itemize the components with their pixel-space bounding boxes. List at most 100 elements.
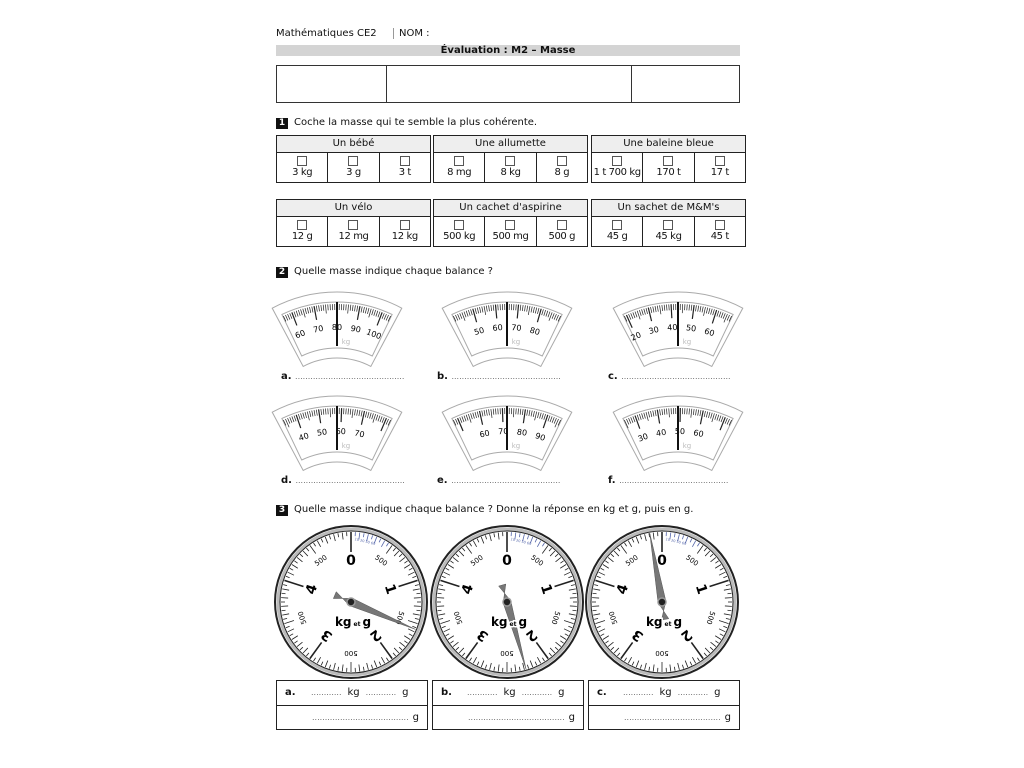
scale-tick — [656, 305, 659, 312]
bathroom-scale: 60708090100kg — [271, 291, 403, 368]
checkbox[interactable] — [612, 220, 623, 230]
scale-tick — [656, 409, 661, 424]
dial-tick — [624, 657, 627, 662]
scale-label: 70 — [312, 324, 324, 335]
answer-line[interactable]: e. .....................................… — [437, 475, 560, 486]
checkbox[interactable] — [714, 156, 725, 166]
dial-tick — [691, 540, 697, 547]
dial-tick — [534, 538, 538, 543]
checkbox[interactable] — [714, 220, 725, 230]
choice-option[interactable]: 45 t — [695, 217, 745, 247]
answer-letter: f. — [608, 475, 616, 486]
scale-tick — [364, 411, 368, 418]
dial-tick — [677, 662, 680, 670]
dial-tick — [379, 641, 393, 660]
choice-option[interactable]: 8 kg — [485, 153, 537, 183]
answer-line[interactable]: b. .....................................… — [437, 371, 561, 382]
dial-tick — [333, 534, 336, 542]
dial-tick — [408, 633, 413, 637]
choice-option[interactable]: 3 g — [328, 153, 380, 183]
checkbox[interactable] — [454, 156, 465, 166]
scale-tick — [311, 306, 314, 313]
dial-tick — [452, 557, 459, 563]
choice-option[interactable]: 500 kg — [434, 217, 486, 247]
scale-tick — [666, 408, 668, 415]
scale-tick — [670, 304, 673, 319]
answer-g[interactable]: ......................................g — [589, 706, 739, 730]
dial-half-label: 500 — [655, 649, 668, 657]
choice-option[interactable]: 3 kg — [277, 153, 329, 183]
choice-option[interactable]: 12 mg — [328, 217, 380, 247]
choice-option[interactable]: 45 g — [592, 217, 644, 247]
choice-option[interactable]: 8 mg — [434, 153, 486, 183]
choice-option[interactable]: 1 t 700 kg — [592, 153, 644, 183]
checkbox[interactable] — [348, 220, 359, 230]
answer-kg-g[interactable]: c.............kg............g — [589, 681, 739, 706]
scale-tick — [555, 314, 559, 321]
scale-tick — [315, 305, 318, 312]
dial-tick — [617, 547, 621, 552]
answer-g[interactable]: ......................................g — [277, 706, 427, 730]
answer-line[interactable]: d. .....................................… — [281, 475, 405, 486]
choice-option[interactable]: 8 g — [537, 153, 587, 183]
scale-label: 50 — [685, 323, 696, 333]
scale-tick — [295, 414, 302, 429]
choice-option[interactable]: 500 mg — [485, 217, 537, 247]
dial-tick — [534, 661, 538, 666]
dial-tick — [414, 618, 419, 620]
scale-tick — [300, 413, 303, 420]
info-cell — [387, 66, 632, 102]
checkbox[interactable] — [505, 220, 516, 230]
scale-tick — [354, 305, 356, 312]
choice-option[interactable]: 12 kg — [380, 217, 430, 247]
checkbox[interactable] — [348, 156, 359, 166]
scale-tick — [465, 310, 469, 317]
dial-tick — [414, 584, 419, 586]
checkbox[interactable] — [556, 156, 567, 166]
scale-tick — [483, 410, 486, 417]
dial-tick — [328, 535, 331, 540]
scale-tick — [549, 416, 553, 423]
scale-tick — [630, 417, 634, 423]
answer-line[interactable]: f. .....................................… — [608, 475, 728, 486]
choice-option[interactable]: 3 t — [380, 153, 430, 183]
answer-letter: b. — [437, 371, 448, 382]
scale-tick — [387, 315, 391, 322]
checkbox[interactable] — [399, 220, 410, 230]
dial-tick — [620, 545, 628, 554]
choice-option[interactable]: 170 t — [643, 153, 695, 183]
dial-tick — [536, 540, 542, 547]
answer-line[interactable]: c. .....................................… — [608, 371, 731, 382]
scale-tick — [367, 412, 370, 419]
checkbox[interactable] — [454, 220, 465, 230]
answer-kg-g[interactable]: b.............kg............g — [433, 681, 583, 706]
scale-tick — [647, 411, 651, 418]
scale-label: 80 — [516, 427, 527, 437]
choice-option[interactable]: 17 t — [695, 153, 745, 183]
checkbox[interactable] — [297, 156, 308, 166]
checkbox[interactable] — [297, 220, 308, 230]
choice-option[interactable]: 12 g — [277, 217, 329, 247]
scale-tick — [287, 417, 291, 424]
checkbox[interactable] — [556, 220, 567, 230]
answer-line[interactable]: a. .....................................… — [281, 371, 404, 382]
dial-tick — [469, 657, 472, 662]
checkbox[interactable] — [663, 156, 674, 166]
answer-g[interactable]: ......................................g — [433, 706, 583, 730]
unit-label: g — [724, 712, 731, 723]
checkbox[interactable] — [663, 220, 674, 230]
scale-tick — [295, 310, 299, 317]
dial-tick — [398, 553, 403, 558]
checkbox[interactable] — [505, 156, 516, 166]
scale-tick — [719, 416, 726, 431]
choice-option[interactable]: 500 g — [537, 217, 587, 247]
dial-tick — [412, 588, 420, 591]
choice-option[interactable]: 45 kg — [643, 217, 695, 247]
answer-kg-g[interactable]: a.............kg............g — [277, 681, 427, 706]
checkbox[interactable] — [399, 156, 410, 166]
checkbox[interactable] — [612, 156, 623, 166]
scale-tick — [547, 415, 551, 422]
